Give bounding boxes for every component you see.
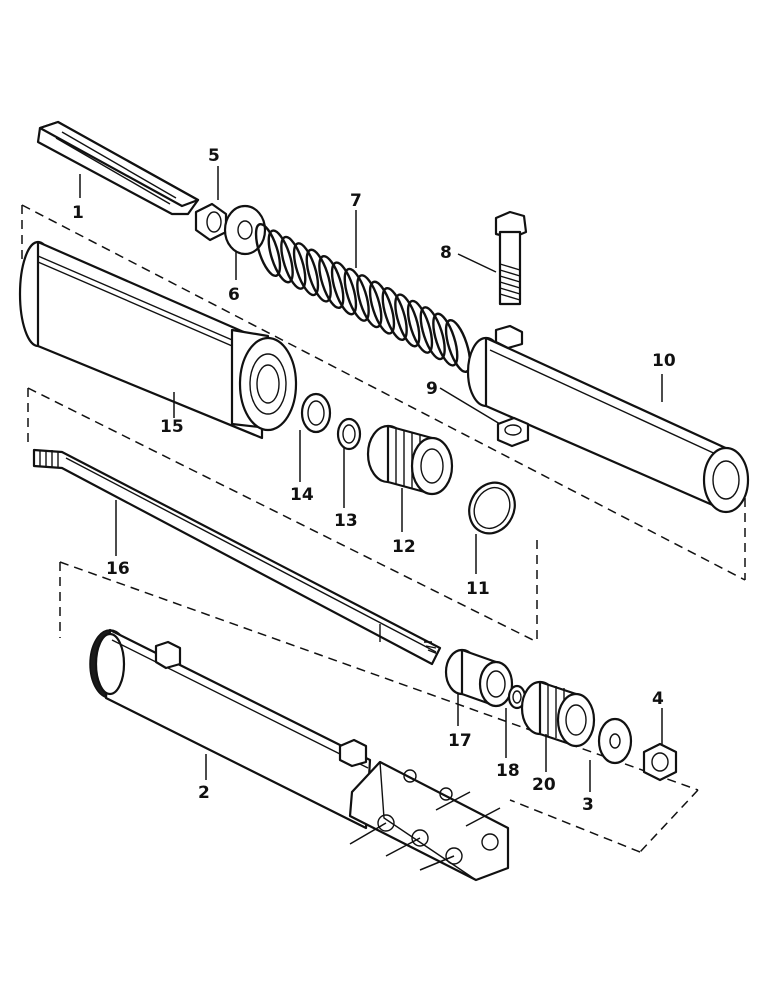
part-7-coil-spring <box>254 222 472 374</box>
spring-coil <box>254 222 282 278</box>
part-1-slotted-link <box>36 120 200 216</box>
callout-13: 13 <box>334 511 358 531</box>
part-4-nut <box>642 742 678 782</box>
spring-coil <box>292 242 320 297</box>
part-15-outer-tube <box>18 240 298 440</box>
callout-17: 17 <box>448 731 472 751</box>
spring-coil <box>419 306 446 361</box>
part-8-bolt <box>494 210 528 306</box>
part-20-bushing <box>520 680 596 748</box>
callout-18: 18 <box>496 761 520 781</box>
part-11-o-ring <box>468 481 516 535</box>
callout-5: 5 <box>208 146 220 166</box>
callout-20: 20 <box>532 775 556 795</box>
spring-coil <box>267 229 294 284</box>
part-17-bushing <box>444 648 514 708</box>
spring-coil <box>406 299 434 354</box>
spring-coil <box>432 312 459 367</box>
callout-3: 3 <box>582 795 594 815</box>
callout-labels: 1 5 6 7 8 10 9 15 14 13 12 11 16 2 17 18… <box>72 146 676 815</box>
callout-1: 1 <box>72 203 84 223</box>
spring-coil <box>305 248 332 303</box>
spring-coil <box>343 267 370 322</box>
spring-coil <box>444 318 472 374</box>
spring-coil <box>356 274 383 329</box>
spring-coil <box>394 293 421 348</box>
callout-6: 6 <box>228 285 240 305</box>
part-16-threaded-rod <box>32 448 442 666</box>
callout-16: 16 <box>106 559 130 579</box>
callout-10: 10 <box>652 351 676 371</box>
part-13-ring <box>336 417 362 451</box>
callout-7: 7 <box>350 191 362 211</box>
part-3-washer <box>597 717 633 765</box>
callout-11: 11 <box>466 579 490 599</box>
callout-14: 14 <box>290 485 314 505</box>
callout-4: 4 <box>652 689 664 709</box>
part-6-washer <box>223 204 267 256</box>
spring-coil <box>330 261 358 316</box>
part-14-ring <box>300 392 332 434</box>
part-2-cylinder <box>89 628 510 882</box>
callout-9: 9 <box>426 379 438 399</box>
callout-15: 15 <box>160 417 184 437</box>
part-9-nut <box>496 416 530 448</box>
part-5-nut <box>194 202 228 242</box>
part-10-right-tube <box>466 324 750 514</box>
spring-coil <box>280 235 307 290</box>
part-12-bushing <box>366 424 454 496</box>
spring-coil <box>368 280 396 335</box>
spring-coil <box>381 286 408 342</box>
spring-coil <box>318 254 345 310</box>
callout-8: 8 <box>440 243 452 263</box>
assembly-lines <box>21 204 746 853</box>
leader-lines <box>79 166 663 792</box>
callout-12: 12 <box>392 537 416 557</box>
callout-2: 2 <box>198 783 210 803</box>
